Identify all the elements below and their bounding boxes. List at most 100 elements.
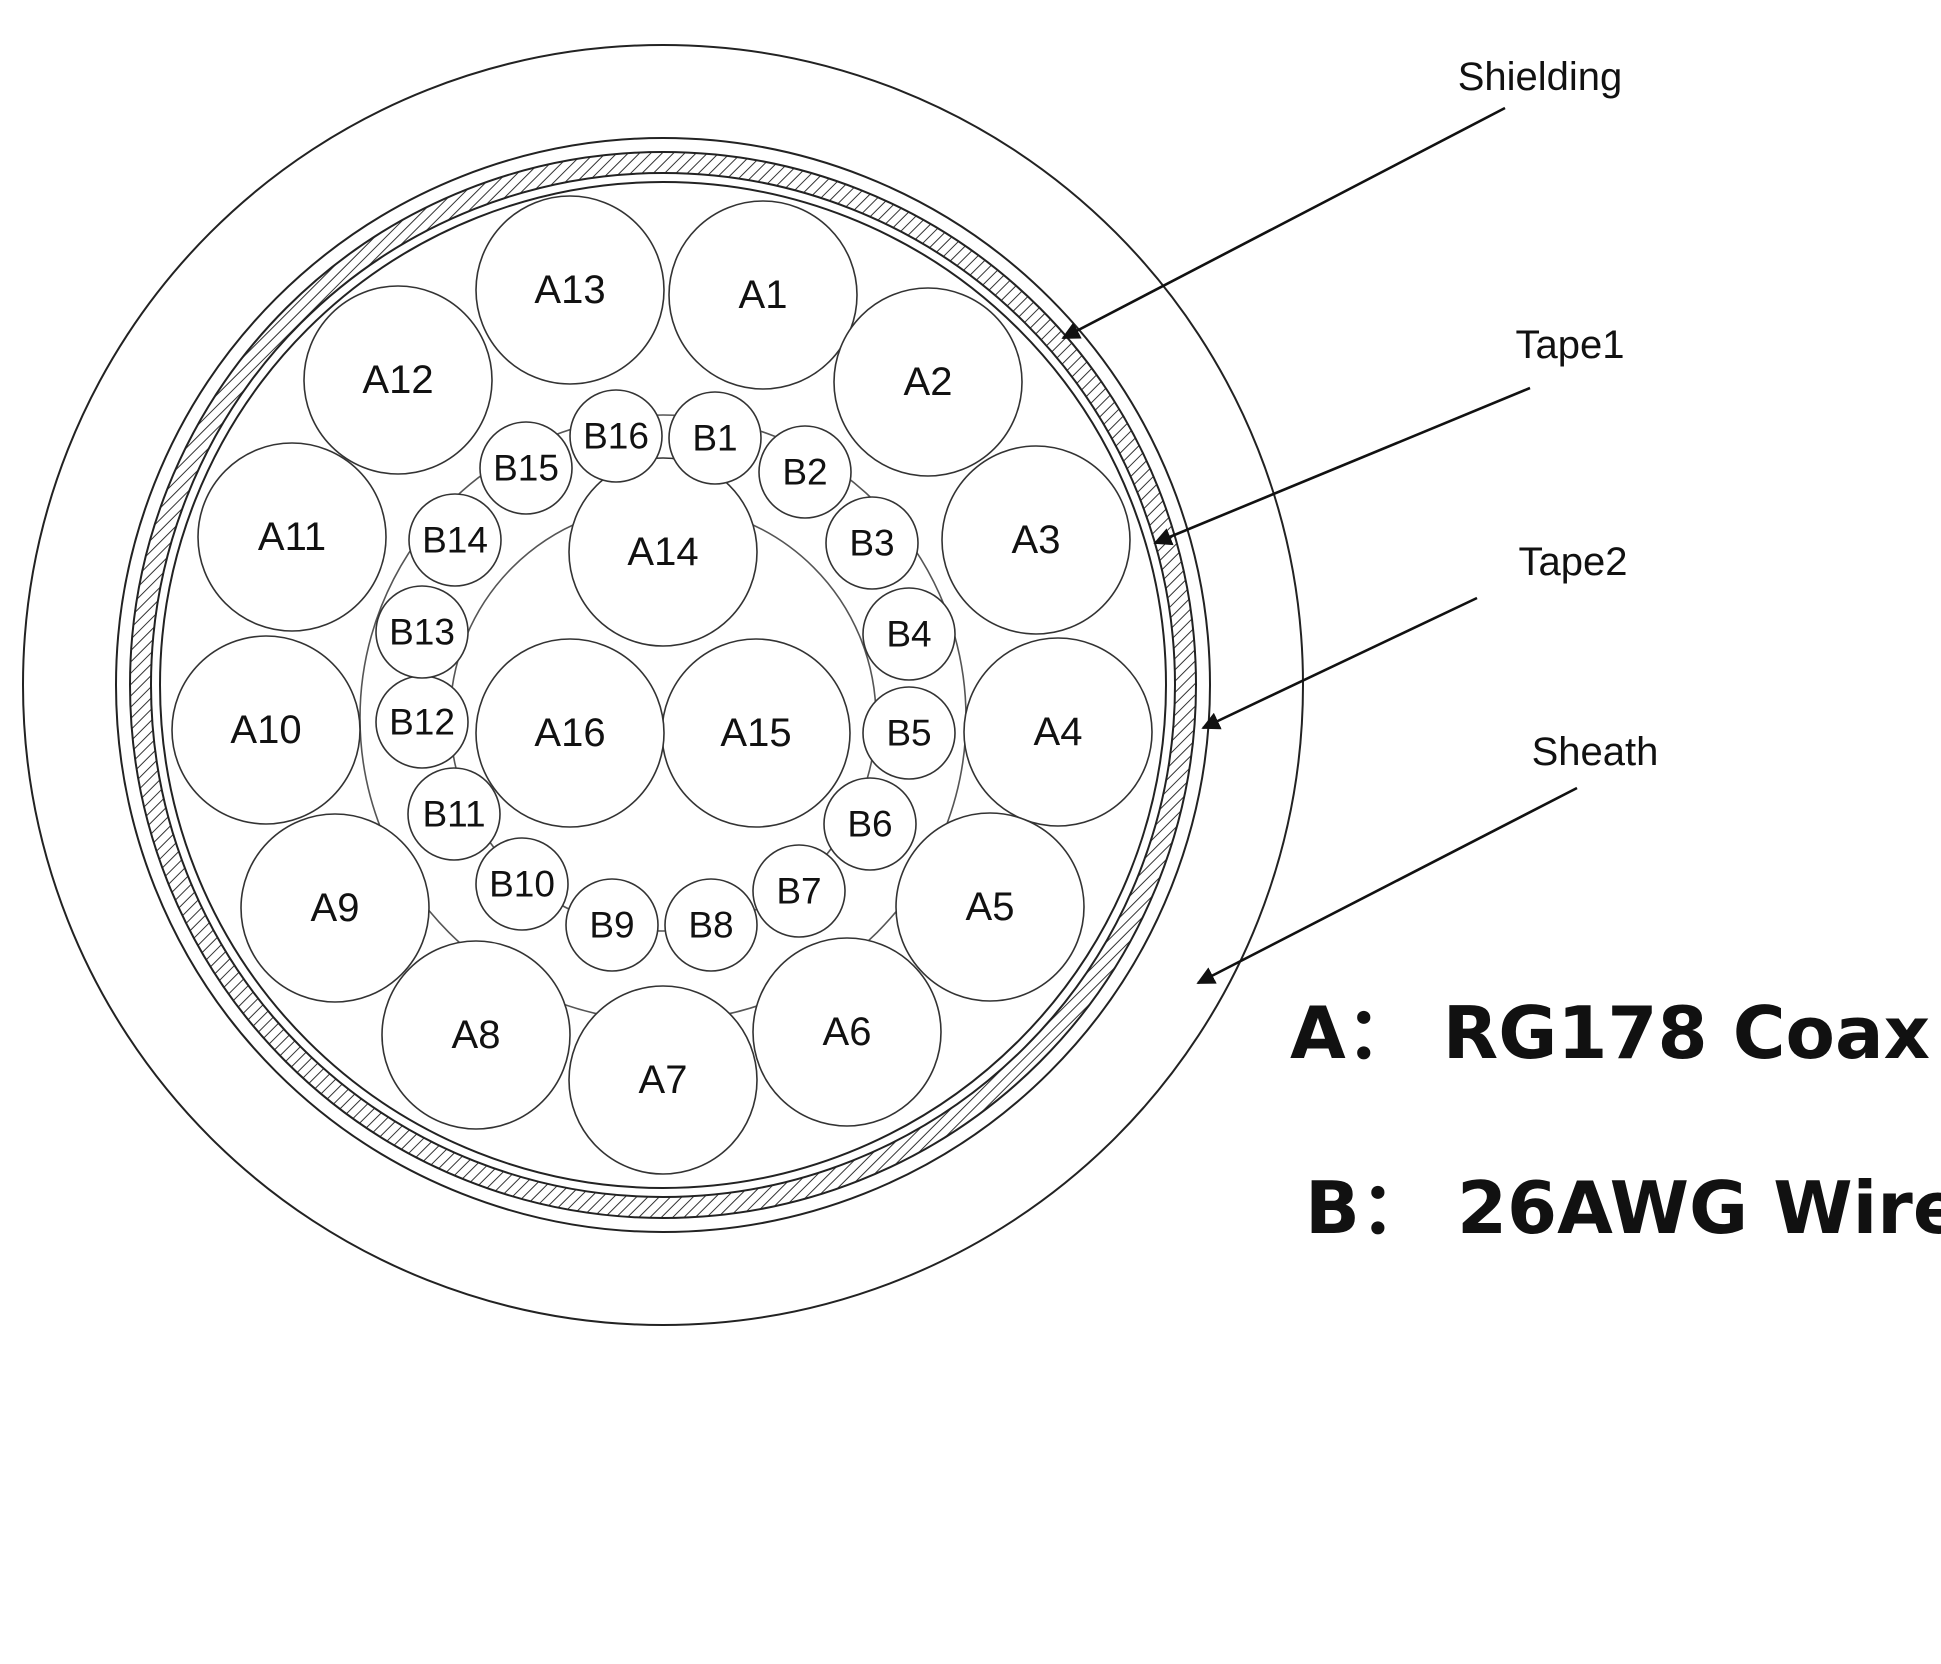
conductor-b3: B3 [825, 496, 919, 590]
conductor-b4-circle [862, 587, 956, 681]
conductor-a5-circle [895, 812, 1085, 1002]
conductor-a12: A12 [303, 285, 493, 475]
conductor-a11-label: A11 [258, 515, 326, 559]
conductor-a6-circle [752, 937, 942, 1127]
conductor-a5: A5 [895, 812, 1085, 1002]
conductor-b16-circle [569, 389, 663, 483]
conductor-b15: B15 [479, 421, 573, 515]
conductor-a6: A6 [752, 937, 942, 1127]
tape2-ring [159, 181, 1167, 1189]
conductor-a15-label: A15 [720, 711, 791, 755]
conductor-a8: A8 [381, 940, 571, 1130]
conductor-b14-label: B14 [422, 520, 488, 561]
conductor-b7-circle [752, 844, 846, 938]
conductor-a2-label: A2 [904, 360, 953, 404]
conductor-b15-label: B15 [493, 448, 559, 489]
conductor-a7: A7 [568, 985, 758, 1175]
conductor-a11: A11 [197, 442, 387, 632]
callout-shielding: Shielding [1061, 55, 1623, 340]
conductor-a14-circle [568, 457, 758, 647]
conductor-a4-circle [963, 637, 1153, 827]
conductor-b8: B8 [664, 878, 758, 972]
callout-tape1-leader [1153, 386, 1531, 546]
conductor-b12-label: B12 [389, 702, 455, 743]
conductor-b10-label: B10 [489, 864, 555, 905]
callout-tape2-label: Tape2 [1519, 540, 1628, 584]
conductor-b2-circle [758, 425, 852, 519]
conductor-b13: B13 [375, 585, 469, 679]
conductor-b14: B14 [408, 493, 502, 587]
conductor-a10-label: A10 [230, 708, 301, 752]
conductor-b7-label: B7 [776, 871, 821, 912]
legend-a: A： RG178 Coax [1290, 991, 1930, 1075]
conductor-b3-circle [825, 496, 919, 590]
conductor-a1-circle [668, 200, 858, 390]
conductor-a3-label: A3 [1012, 518, 1061, 562]
conductor-b10: B10 [475, 837, 569, 931]
callout-tape1-label: Tape1 [1516, 323, 1625, 367]
conductor-a7-circle [568, 985, 758, 1175]
conductor-b7: B7 [752, 844, 846, 938]
conductor-b14-circle [408, 493, 502, 587]
conductor-b5-circle [862, 686, 956, 780]
conductor-b9-circle [565, 878, 659, 972]
conductor-b16-label: B16 [583, 416, 649, 457]
conductor-group: A1A2A3A4A5A6A7A8A9A10A11A12A13A14A15A16B… [171, 195, 1153, 1175]
conductor-b6-label: B6 [847, 804, 892, 845]
conductor-a10: A10 [171, 635, 361, 825]
conductor-b9: B9 [565, 878, 659, 972]
conductor-a11-circle [197, 442, 387, 632]
conductor-b6-circle [823, 777, 917, 871]
conductor-a2-circle [833, 287, 1023, 477]
conductor-a1-label: A1 [739, 273, 788, 317]
conductor-a12-circle [303, 285, 493, 475]
conductor-a16: A16 [475, 638, 665, 828]
conductor-b12: B12 [375, 675, 469, 769]
conductor-a1: A1 [668, 200, 858, 390]
conductor-a16-label: A16 [534, 711, 605, 755]
legend-b: B： 26AWG Wire [1305, 1166, 1941, 1250]
conductor-a4: A4 [963, 637, 1153, 827]
conductor-b5-label: B5 [886, 713, 931, 754]
conductor-b3-label: B3 [849, 523, 894, 564]
conductor-b10-circle [475, 837, 569, 931]
conductor-b5: B5 [862, 686, 956, 780]
conductor-a16-circle [475, 638, 665, 828]
conductor-a3-circle [941, 445, 1131, 635]
callout-tape2: Tape2 [1201, 540, 1628, 730]
conductor-a7-label: A7 [639, 1058, 688, 1102]
conductor-b1-label: B1 [692, 418, 737, 459]
conductor-b4-label: B4 [886, 614, 931, 655]
conductor-b15-circle [479, 421, 573, 515]
conductor-b8-label: B8 [688, 905, 733, 946]
conductor-a5-label: A5 [966, 885, 1015, 929]
conductor-b2: B2 [758, 425, 852, 519]
conductor-b13-label: B13 [389, 612, 455, 653]
conductor-b9-label: B9 [589, 905, 634, 946]
conductor-a13: A13 [475, 195, 665, 385]
conductor-a12-label: A12 [362, 358, 433, 402]
conductor-b13-circle [375, 585, 469, 679]
conductor-a2: A2 [833, 287, 1023, 477]
callout-sheath-leader [1196, 786, 1578, 985]
callout-tape2-leader [1201, 596, 1478, 730]
conductor-b2-label: B2 [782, 452, 827, 493]
tape1-ring [115, 137, 1211, 1233]
callout-sheath: Sheath [1196, 730, 1658, 985]
conductor-b11: B11 [407, 767, 501, 861]
callout-shielding-label: Shielding [1458, 55, 1623, 99]
conductor-a6-label: A6 [823, 1010, 872, 1054]
conductor-b4: B4 [862, 587, 956, 681]
conductor-a9-label: A9 [311, 886, 360, 930]
conductor-a13-circle [475, 195, 665, 385]
sheath-outer-ring [22, 44, 1304, 1326]
conductor-a8-circle [381, 940, 571, 1130]
conductor-b16: B16 [569, 389, 663, 483]
conductor-b6: B6 [823, 777, 917, 871]
conductor-b11-circle [407, 767, 501, 861]
conductor-a9-circle [240, 813, 430, 1003]
conductor-a9: A9 [240, 813, 430, 1003]
callout-shielding-leader [1061, 106, 1506, 340]
conductor-a14-label: A14 [627, 530, 698, 574]
